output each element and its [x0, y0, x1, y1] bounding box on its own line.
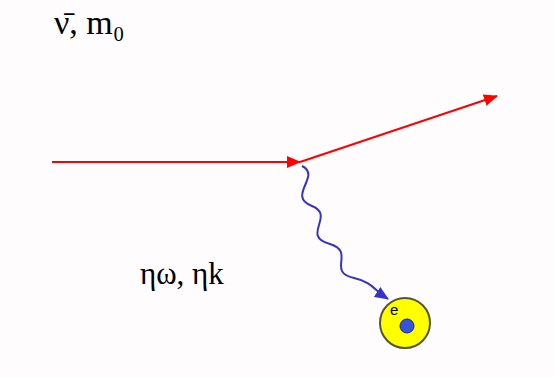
atom-outline — [378, 296, 432, 350]
photon-wavy-line — [302, 166, 388, 299]
physics-label: ν̄, m₀ — [54, 6, 125, 40]
electron-atom: e — [378, 296, 432, 350]
incoming-neutrino — [52, 161, 300, 163]
electron-label: e — [390, 302, 398, 317]
physics-label: ηω, ηk — [140, 258, 224, 289]
outgoing-neutrino — [300, 96, 497, 162]
